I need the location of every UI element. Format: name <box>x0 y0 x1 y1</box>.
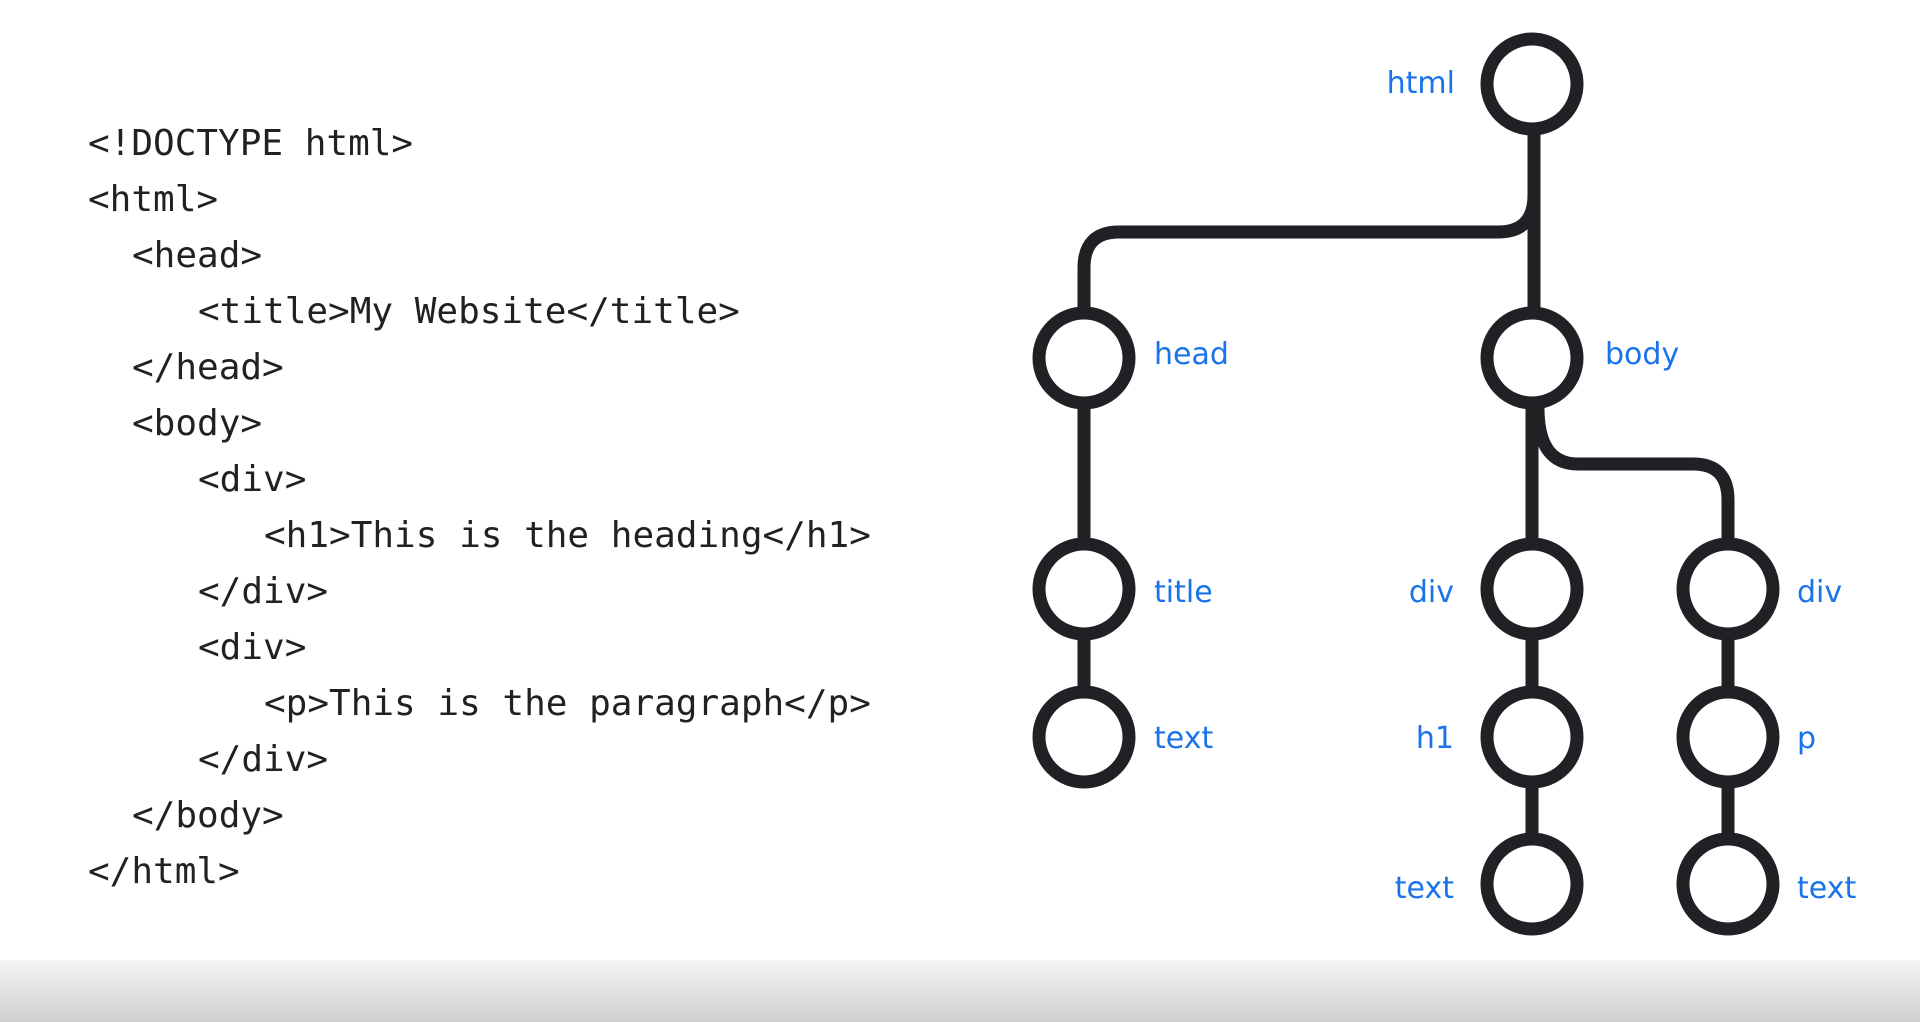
code-line-div2-close: </div> <box>198 739 329 780</box>
code-line-html-open: <html> <box>88 179 219 220</box>
node-div2 <box>1676 537 1780 641</box>
label-p-text: text <box>1797 871 1856 906</box>
node-h1 <box>1480 685 1584 789</box>
node-html <box>1480 32 1584 136</box>
label-body: body <box>1605 337 1679 372</box>
node-title-text <box>1032 685 1136 789</box>
label-head: head <box>1154 337 1229 372</box>
code-line-div2-open: <div> <box>198 627 307 668</box>
code-line-p: <p>This is the paragraph</p> <box>264 683 871 724</box>
node-body <box>1480 306 1584 410</box>
code-line-body-open: <body> <box>132 403 263 444</box>
code-line-head-open: <head> <box>132 235 263 276</box>
code-line-head-close: </head> <box>132 347 284 388</box>
node-title <box>1032 537 1136 641</box>
node-p-text <box>1676 832 1780 936</box>
node-head <box>1032 306 1136 410</box>
label-div2: div <box>1797 575 1842 610</box>
bottom-shade-bar <box>0 960 1920 1022</box>
label-div1: div <box>1409 575 1454 610</box>
node-h1-text <box>1480 832 1584 936</box>
edge-body-div2 <box>1531 401 1735 546</box>
html-code-listing: <!DOCTYPE html> <html> <head> <title>My … <box>0 0 960 960</box>
label-h1-text: text <box>1395 871 1454 906</box>
code-line-div1-close: </div> <box>198 571 329 612</box>
code-line-doctype: <!DOCTYPE html> <box>88 123 414 164</box>
label-h1: h1 <box>1416 721 1454 756</box>
code-line-html-close: </html> <box>88 851 240 892</box>
label-title: title <box>1154 575 1213 610</box>
code-line-body-close: </body> <box>132 795 284 836</box>
code-line-h1: <h1>This is the heading</h1> <box>264 515 871 556</box>
node-div1 <box>1480 537 1584 641</box>
edge-html-head <box>1077 188 1541 315</box>
node-p <box>1676 685 1780 789</box>
label-title-text: text <box>1154 721 1213 756</box>
code-line-title: <title>My Website</title> <box>198 291 740 332</box>
label-html: html <box>1387 66 1455 101</box>
code-line-div1-open: <div> <box>198 459 307 500</box>
label-p: p <box>1797 721 1816 756</box>
